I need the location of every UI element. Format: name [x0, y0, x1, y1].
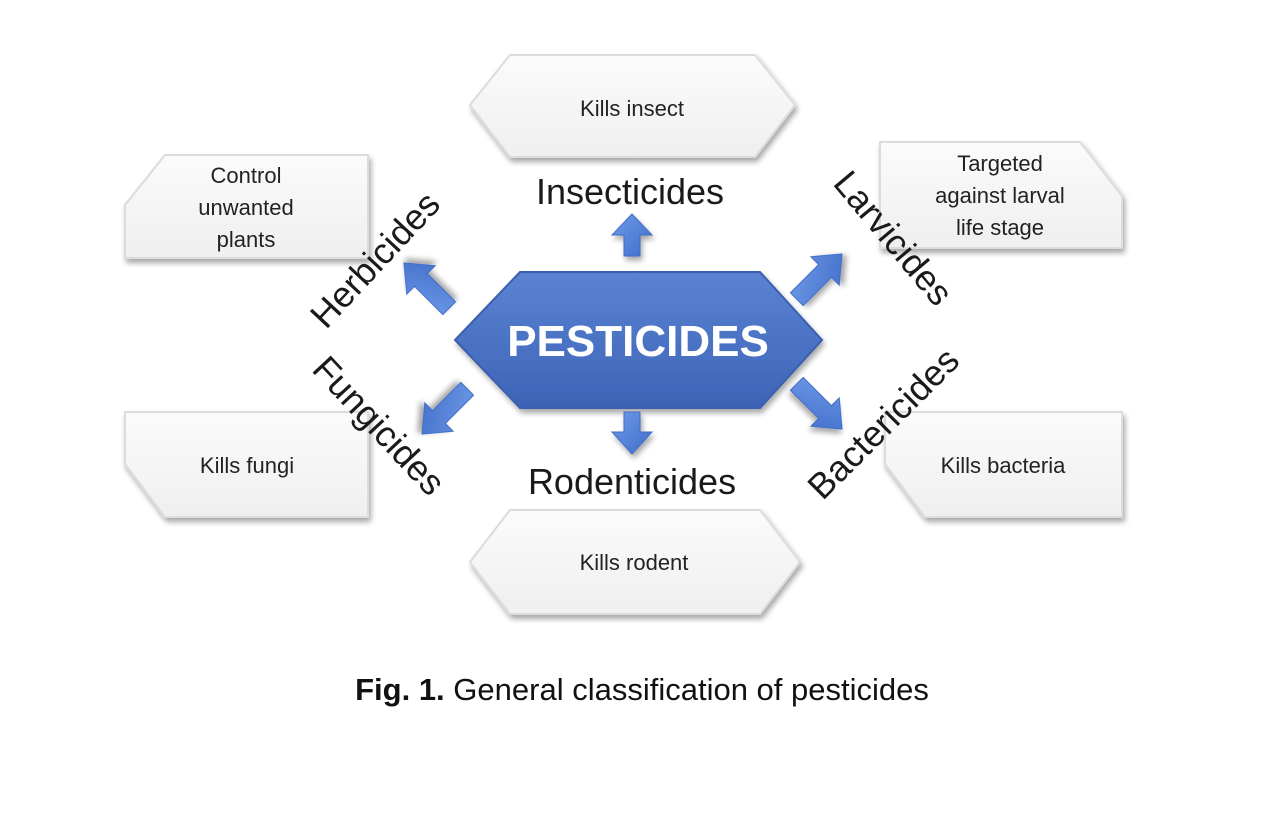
arrow-down [610, 411, 654, 455]
box-fungicides: Kills fungi [124, 411, 369, 518]
box-larvicides: Targeted against larval life stage [879, 141, 1123, 249]
arrow-up-right [789, 253, 843, 307]
arrow-up [610, 213, 654, 257]
box-rodenticides: Kills rodent [468, 509, 802, 615]
box-herbicides-line-3: plants [217, 227, 276, 252]
box-bactericides-line-1: Kills bacteria [941, 453, 1066, 478]
box-larvicides-line-1: Targeted [957, 151, 1043, 176]
box-bactericides: Kills bacteria [884, 411, 1123, 518]
label-rodenticides: Rodenticides [528, 461, 736, 502]
center-node: PESTICIDES [453, 271, 824, 409]
box-herbicides-line-1: Control [211, 163, 282, 188]
figure-caption: Fig. 1. General classification of pestic… [0, 672, 1284, 708]
box-herbicides-shape [124, 154, 369, 259]
center-label: PESTICIDES [507, 317, 769, 366]
box-rodenticides-shape [468, 509, 802, 615]
box-fungicides-line-1: Kills fungi [200, 453, 294, 478]
box-insecticides-shape [468, 54, 797, 158]
box-insecticides-line-1: Kills insect [580, 96, 684, 121]
figure-caption-label: Fig. 1. [355, 672, 445, 707]
arrow-down-right [789, 376, 843, 430]
label-insecticides: Insecticides [536, 171, 724, 212]
box-herbicides: Control unwanted plants [124, 154, 369, 259]
box-rodenticides-line-1: Kills rodent [580, 550, 689, 575]
box-insecticides: Kills insect [468, 54, 797, 158]
box-fungicides-shape [124, 411, 369, 518]
box-herbicides-line-2: unwanted [198, 195, 293, 220]
figure-caption-text: General classification of pesticides [444, 672, 929, 707]
box-bactericides-shape [884, 411, 1123, 518]
arrow-down-left [421, 381, 475, 435]
center-hexagon [453, 271, 824, 409]
box-larvicides-line-3: life stage [956, 215, 1044, 240]
arrow-up-left [403, 262, 457, 316]
box-larvicides-line-2: against larval [935, 183, 1065, 208]
box-larvicides-shape [879, 141, 1123, 249]
